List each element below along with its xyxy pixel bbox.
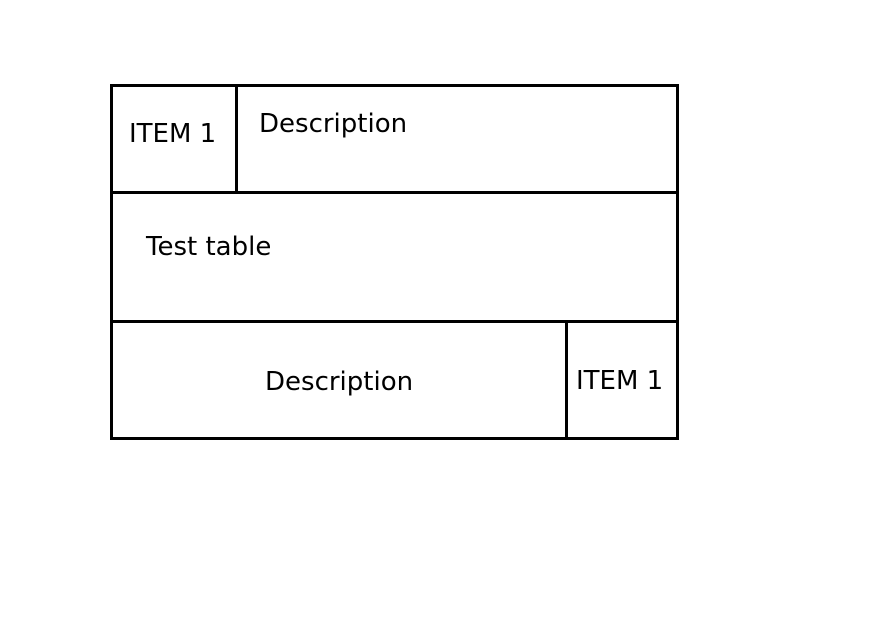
row3-description-cell: Description bbox=[110, 320, 568, 440]
row3-description-label: Description bbox=[265, 367, 414, 397]
row1-item-cell: ITEM 1 bbox=[110, 84, 238, 194]
table-title: Test table bbox=[146, 232, 272, 262]
table-title-cell: Test table bbox=[110, 191, 679, 323]
test-table-diagram: ITEM 1 Description Test table Descriptio… bbox=[110, 84, 679, 440]
row1-description-label: Description bbox=[259, 109, 408, 139]
row1-item-label: ITEM 1 bbox=[129, 119, 217, 149]
row3-item-cell: ITEM 1 bbox=[565, 320, 679, 440]
row1-description-cell: Description bbox=[235, 84, 679, 194]
row3-item-label: ITEM 1 bbox=[576, 366, 664, 396]
